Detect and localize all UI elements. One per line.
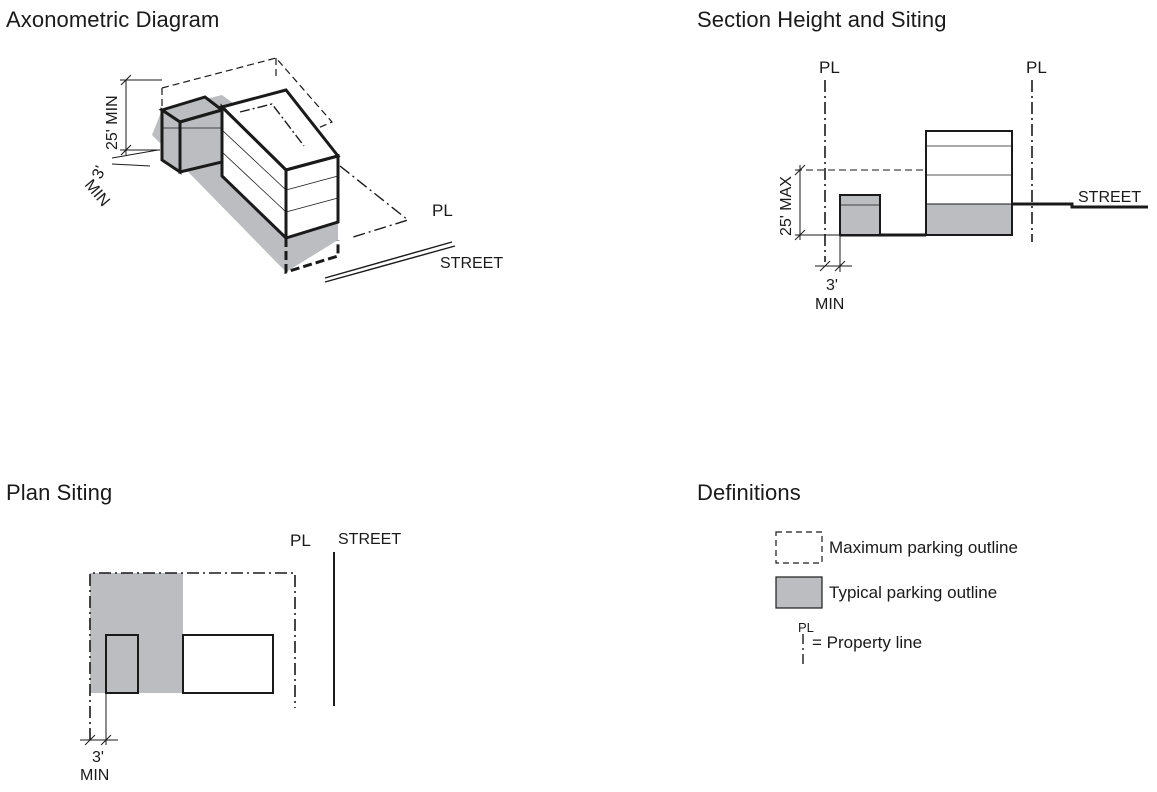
section-building	[925, 130, 1013, 236]
plan-tick	[84, 734, 96, 746]
axo-setback-dim	[111, 163, 151, 167]
axonometric-diagram	[111, 57, 456, 283]
definitions-legend	[775, 531, 823, 668]
legend-max-parking-swatch	[775, 531, 823, 564]
axo-property-line-label: PL	[432, 201, 453, 220]
legend-typical-parking-label: Typical parking outline	[829, 583, 997, 602]
section-property-line-left-label: PL	[819, 58, 840, 77]
axo-tick	[120, 74, 132, 86]
section-setback-label-bottom: MIN	[815, 296, 844, 313]
legend-typical-parking-swatch	[775, 576, 823, 609]
axo-max-outline-top	[161, 57, 333, 129]
axo-floor-line	[221, 151, 287, 213]
legend-max-parking-label: Maximum parking outline	[829, 538, 1018, 557]
axo-height-label: 25' MIN	[104, 95, 121, 150]
legend-property-line-label: = Property line	[812, 633, 922, 652]
section-tick	[794, 164, 806, 176]
section-tick	[819, 260, 831, 272]
plan-garage	[105, 634, 139, 694]
section-building-parking	[926, 204, 1012, 235]
axo-floor-line	[285, 175, 339, 191]
section-property-line-right-label: PL	[1026, 58, 1047, 77]
plan-street-label: STREET	[338, 531, 401, 548]
axo-building-front	[284, 154, 340, 241]
section-tick	[794, 229, 806, 241]
definitions-title: Definitions	[697, 480, 801, 505]
axo-floor-line	[221, 129, 287, 191]
section-title: Section Height and Siting	[697, 7, 947, 32]
axo-floor-line	[285, 197, 339, 213]
section-street-ground	[1012, 202, 1148, 209]
axo-garage-front	[178, 108, 224, 174]
axo-setback-label-bottom: MIN	[81, 177, 113, 210]
section-diagram	[794, 80, 1148, 272]
plan-tick	[100, 734, 112, 746]
axo-roof-dashdot	[239, 103, 305, 147]
section-garage	[839, 194, 881, 236]
plan-property-line-label: PL	[290, 531, 311, 550]
plan-property-outline	[89, 572, 296, 740]
axonometric-title: Axonometric Diagram	[6, 7, 220, 32]
plan-diagram	[80, 552, 335, 746]
section-tick	[834, 260, 846, 272]
axo-garage-side	[160, 107, 182, 175]
legend-pl-symbol: PL	[798, 620, 814, 635]
plan-building	[182, 634, 274, 694]
axo-tick	[120, 144, 132, 156]
section-height-label: 25' MAX	[778, 176, 795, 236]
plan-title: Plan Siting	[6, 480, 113, 505]
section-setback-label-top: 3'	[826, 277, 838, 294]
section-street-label: STREET	[1078, 189, 1141, 206]
axo-street-line	[324, 241, 453, 279]
axo-street-line	[324, 245, 456, 283]
plan-setback-label-bottom: MIN	[80, 767, 109, 784]
axo-setback-dim	[111, 149, 159, 159]
plan-setback-label-top: 3'	[92, 749, 104, 766]
axo-max-outline-base	[284, 238, 340, 275]
plan-parking-area	[90, 573, 183, 693]
axo-property-line	[339, 165, 410, 239]
axo-street-label: STREET	[440, 255, 503, 272]
